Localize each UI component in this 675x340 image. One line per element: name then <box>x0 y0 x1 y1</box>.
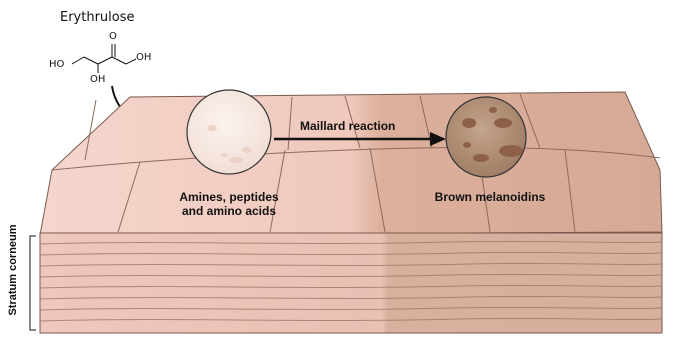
amines-caption-line1: Amines, peptides <box>168 190 290 204</box>
atom-o-top: O <box>109 31 117 42</box>
erythrulose-structure <box>72 44 136 73</box>
stratum-corneum-label: Stratum corneum <box>7 215 19 325</box>
melanoidins-caption: Brown melanoidins <box>420 190 560 204</box>
amines-caption-line2: and amino acids <box>168 204 290 218</box>
atom-oh-right: OH <box>136 52 151 63</box>
atom-oh-bottom: OH <box>90 74 105 85</box>
stratum-bracket <box>30 236 36 330</box>
amines-caption: Amines, peptides and amino acids <box>168 190 290 218</box>
reaction-label: Maillard reaction <box>300 119 395 133</box>
skin-top-surface <box>40 92 662 235</box>
stratum-corneum-layer <box>40 233 662 333</box>
diagram-title: Erythrulose <box>60 10 135 25</box>
atom-ho-left: HO <box>49 59 64 70</box>
amines-circle <box>187 90 271 174</box>
melanoidins-circle <box>446 97 526 177</box>
